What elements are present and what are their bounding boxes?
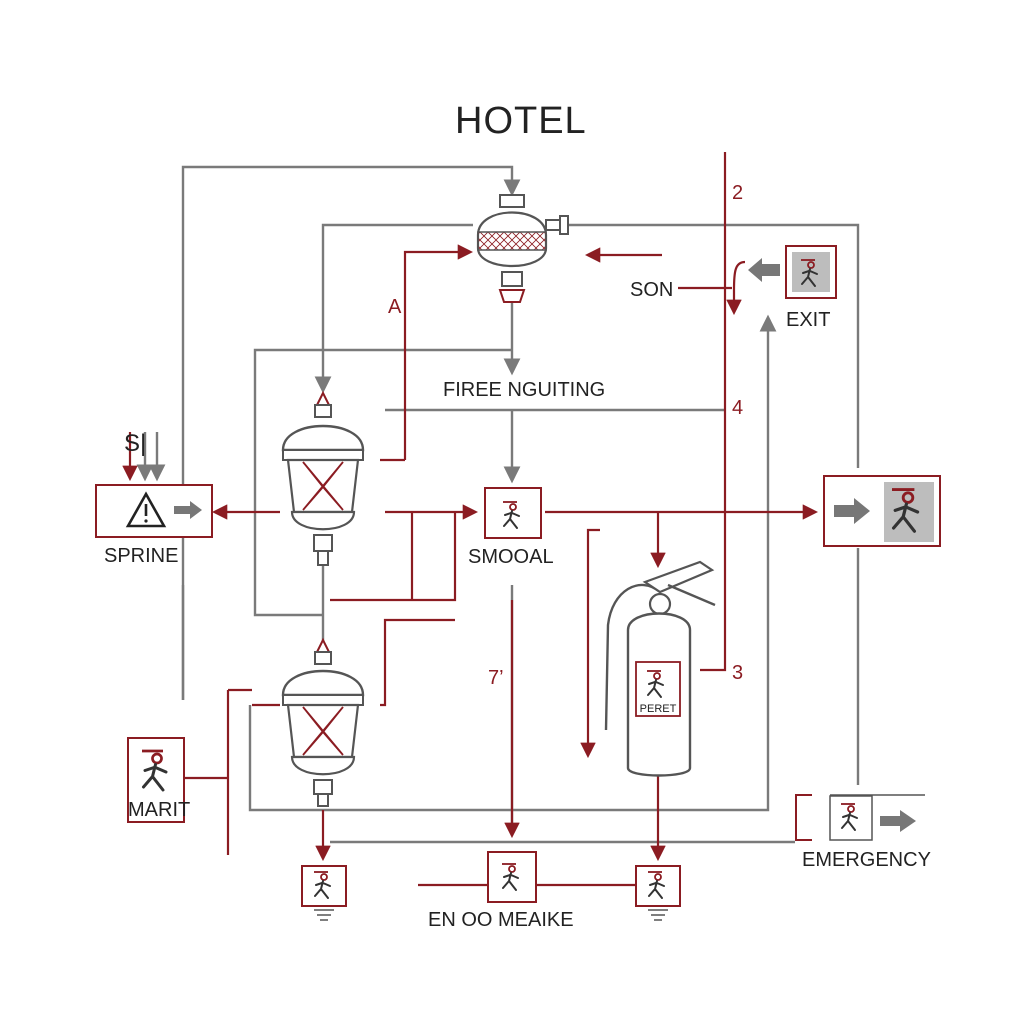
- arrow-right-icon: [880, 810, 916, 832]
- red-pipes: [122, 152, 819, 887]
- son-label: SON: [630, 279, 674, 301]
- bottom-sign-left: [301, 865, 347, 921]
- sprinkler-head-icon: [476, 194, 569, 303]
- fire-extinguishing-label: FIREE NGUITING: [443, 379, 606, 401]
- diagram-title: HOTEL: [455, 100, 587, 142]
- warning-triangle-icon: [125, 491, 167, 528]
- exit-label: EXIT: [786, 309, 831, 331]
- marker-4: 4: [732, 397, 744, 419]
- bottom-sign-right: [635, 865, 681, 921]
- arrow-right-icon: [174, 501, 202, 519]
- emergency-label: EMERGENCY: [802, 849, 931, 871]
- bottom-label: EN OO MEAIKE: [428, 909, 574, 931]
- marker-2: 2: [732, 182, 744, 204]
- lantern-sprinkler-icon: [281, 637, 365, 807]
- extinguisher-label: PERET: [640, 703, 677, 715]
- smooal-sign: [484, 487, 542, 539]
- fire-extinguisher-icon: [604, 560, 716, 777]
- exit-sign-top: [748, 245, 837, 299]
- sprine-warning-sign: [95, 484, 213, 538]
- lantern-sprinkler-icon: [281, 390, 365, 566]
- smooal-label: SMOOAL: [468, 546, 554, 568]
- emergency-sign: [795, 794, 925, 841]
- exit-sign-right: [823, 475, 941, 547]
- marker-a: A: [388, 296, 402, 318]
- sprine-label: SPRINE: [104, 545, 179, 567]
- arrow-left-icon: [748, 258, 780, 282]
- marker-7: 7’: [488, 667, 504, 689]
- marit-label: MARIT: [128, 799, 191, 821]
- arrow-right-icon: [834, 498, 870, 524]
- marit-sign: [127, 737, 185, 823]
- marker-3: 3: [732, 662, 744, 684]
- bottom-sign-center: [487, 851, 537, 903]
- s-letter-label: S|: [124, 430, 147, 457]
